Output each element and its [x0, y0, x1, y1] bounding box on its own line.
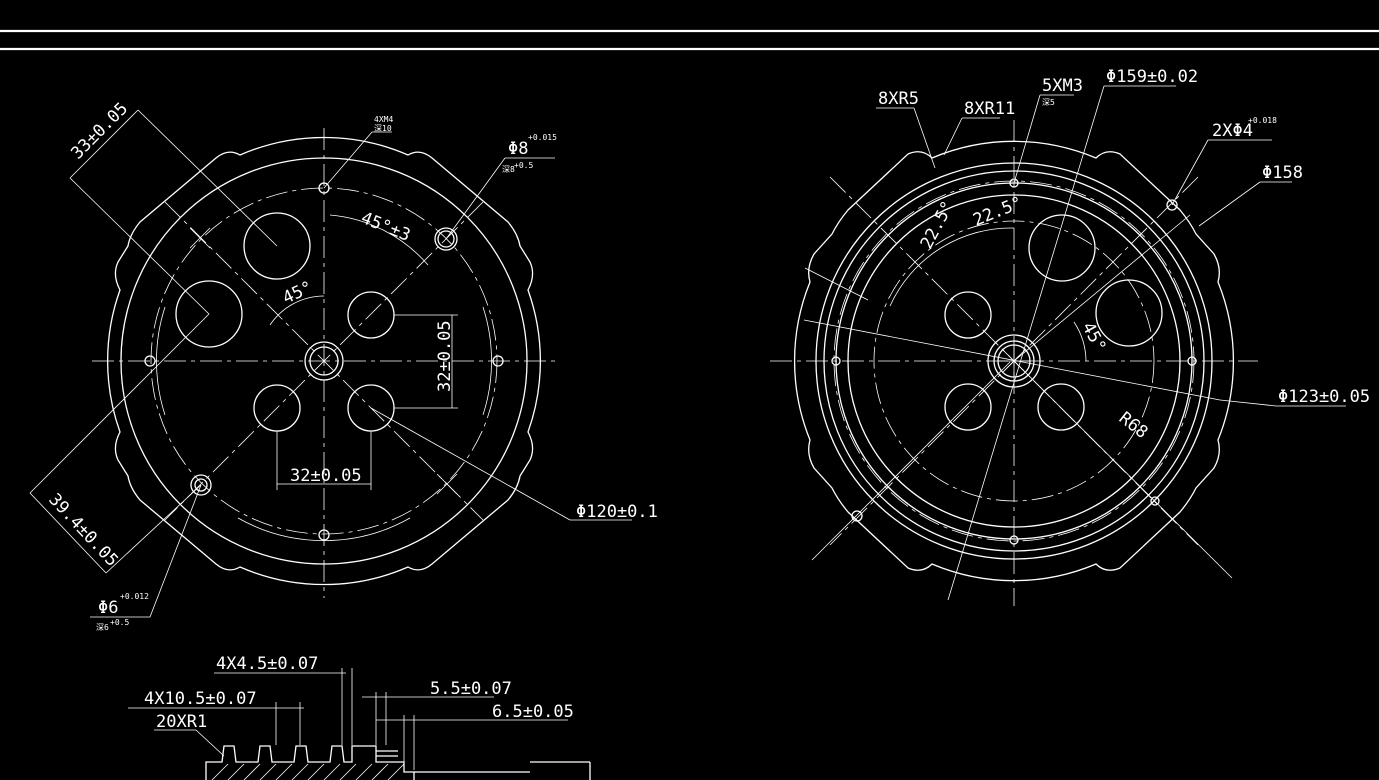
right-outer-contour: [793, 140, 1235, 582]
radius-r68: R68: [1115, 408, 1152, 443]
section-hatching: [211, 763, 405, 780]
dim-4x4-5: 4X4.5±0.07: [216, 654, 318, 674]
angle-45: 45°: [1078, 319, 1110, 356]
angle-22-5-a: 22.5°: [917, 198, 959, 253]
dia-159: Φ159±0.02: [1106, 67, 1198, 87]
section-profile: [205, 745, 415, 780]
dia-8-tolerance: +0.015: [528, 133, 557, 142]
dim-5-5: 5.5±0.07: [430, 679, 512, 699]
dia-158: Φ158: [1262, 163, 1303, 183]
thread-m3-depth: 深5: [1042, 98, 1055, 107]
dim-45: 45°: [280, 277, 316, 308]
hole-tag-m4: 4XM4: [374, 115, 393, 124]
dia-120: Φ120±0.1: [576, 502, 658, 522]
title-border: [0, 29, 1379, 51]
radius-r5: 8XR5: [878, 89, 919, 109]
dim-32-horizontal: 32±0.05: [290, 466, 362, 486]
dia-6-depth-tolerance: +0.5: [110, 618, 129, 627]
dim-4x10-5: 4X10.5±0.07: [144, 689, 257, 709]
dia-4: 2XΦ4: [1212, 121, 1253, 141]
dia-8-depth-tolerance: +0.5: [514, 161, 533, 170]
radius-r11: 8XR11: [964, 99, 1015, 119]
dia-8: Φ8: [508, 139, 528, 159]
radius-20xr1: 20XR1: [156, 712, 207, 732]
dim-45-tol: 45°±3: [358, 208, 413, 246]
dia-6-depth: 深6: [96, 623, 109, 632]
dia-4-tolerance: +0.018: [1248, 116, 1277, 125]
dia-123: Φ123±0.05: [1278, 387, 1370, 407]
dia-8-depth: 深8: [502, 165, 515, 174]
dim-32-vertical: 32±0.05: [435, 320, 455, 392]
dim-394: 39.4±0.05: [44, 490, 121, 571]
dim-33: 33±0.05: [67, 99, 132, 164]
hole-tag-m4-depth: 深10: [374, 124, 392, 133]
thread-m3: 5XM3: [1042, 76, 1083, 96]
left-flange-view: [29, 109, 632, 618]
left-outer-contour: [106, 136, 542, 586]
dia-6: Φ6: [98, 598, 118, 618]
section-view: [128, 668, 591, 780]
dia-6-tolerance: +0.012: [120, 592, 149, 601]
right-flange-view: [770, 85, 1346, 606]
dim-6-5: 6.5±0.05: [492, 702, 574, 722]
